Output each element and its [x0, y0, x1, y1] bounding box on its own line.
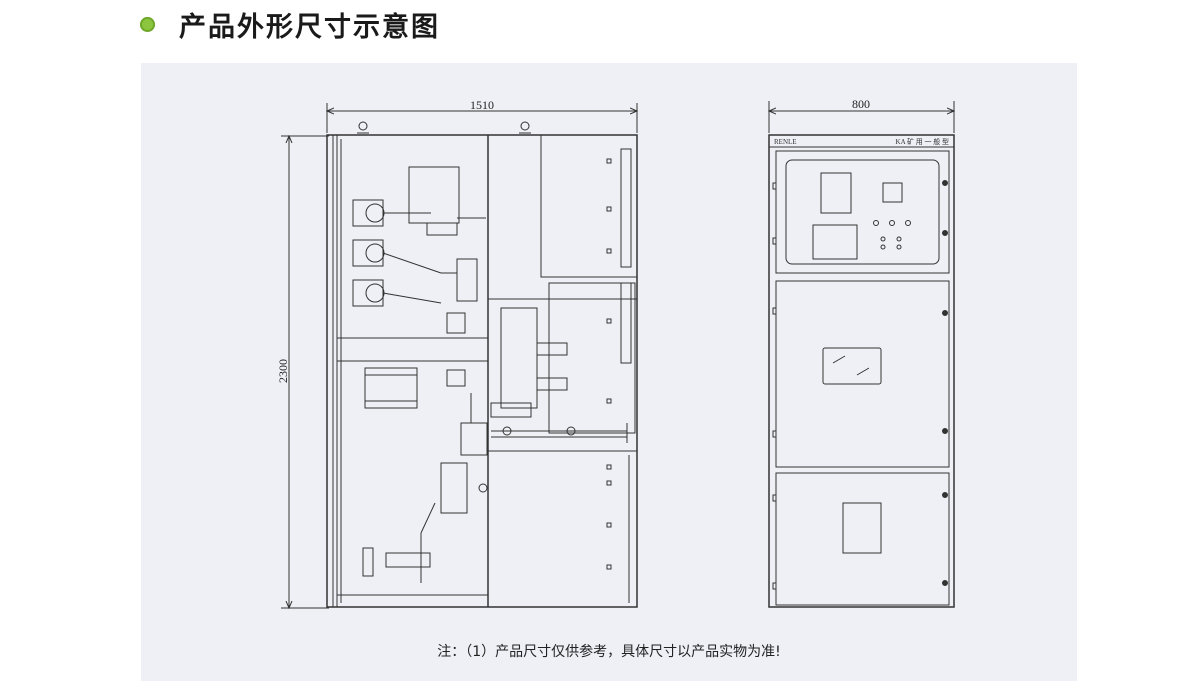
drawing-panel: 1510 2300 800 RENLE KA 矿 用 一 般 型 注：（1）产品… [141, 63, 1077, 681]
front-width-dimension: 1510 [470, 98, 494, 112]
technical-drawing: 1510 2300 800 RENLE KA 矿 用 一 般 型 [276, 97, 1077, 681]
brand-label: RENLE [774, 138, 797, 146]
section-title: 产品外形尺寸示意图 [179, 11, 440, 43]
side-width-dimension: 800 [852, 97, 870, 111]
green-dot-icon [140, 16, 155, 32]
footnote: 注：（1）产品尺寸仅供参考，具体尺寸以产品实物为准! [437, 644, 781, 660]
front-height-dimension: 2300 [276, 359, 290, 383]
section-header: 产品外形尺寸示意图 [140, 6, 440, 43]
model-label: KA 矿 用 一 般 型 [896, 137, 949, 146]
